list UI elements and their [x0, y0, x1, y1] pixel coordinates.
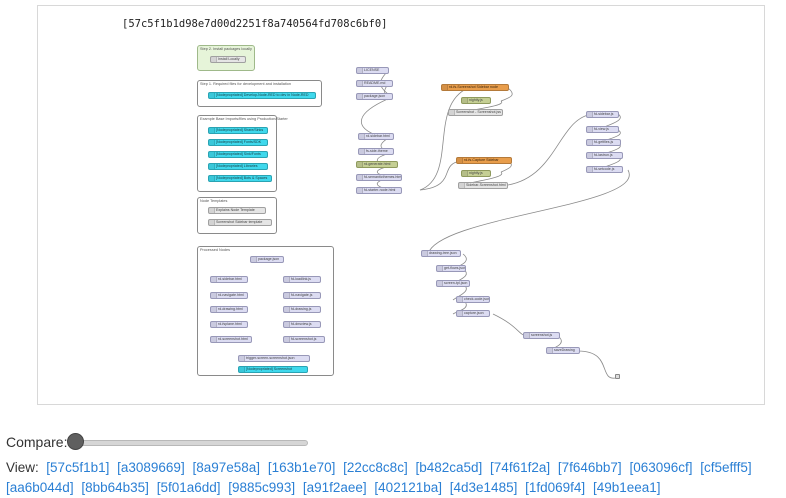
node-lower[interactable]: saveDrawing — [546, 347, 580, 354]
node-center[interactable]: rd-sidebar.html — [358, 133, 394, 140]
group-examples[interactable]: Example Base Imports/files using Product… — [197, 115, 288, 192]
node-license[interactable]: LICENSE — [356, 67, 389, 74]
node-center[interactable]: fd-starter-node.html — [356, 187, 402, 194]
node-sidebar-screenshot[interactable]: Sidebar-Screenshot.html — [458, 182, 508, 189]
commit-link[interactable]: [a91f2aee] — [302, 480, 367, 495]
group-step1[interactable]: Step 1. Required files for development a… — [197, 80, 322, 107]
node-right[interactable]: fd-setcode.js — [586, 166, 623, 173]
node-screenshot-js[interactable]: Screenshot - Screenshot.jss — [448, 109, 503, 116]
group-step2[interactable]: Step 2. Install packages locally Install… — [197, 45, 255, 71]
node-example[interactable]: [Nodepropriated] Libraries — [208, 163, 268, 170]
node-html[interactable]: rd-navigate.html — [210, 292, 248, 299]
node-output-port[interactable] — [615, 374, 620, 379]
node-trigger[interactable]: trigger-screen-screenshot.json — [238, 355, 310, 362]
node-center[interactable]: fs-side-theme — [358, 148, 394, 155]
node-js[interactable]: fd-drawing.js — [283, 306, 321, 313]
node-screenshot[interactable]: [Nodepropriated] Screenshot — [238, 366, 308, 373]
node-html[interactable]: rd-drawing.html — [210, 306, 248, 313]
node-html[interactable]: rd-sidebar.html — [210, 276, 248, 283]
node-right[interactable]: fd-getfiles.js — [586, 139, 621, 146]
node-lower[interactable]: get-flows.json — [436, 265, 466, 272]
node-example[interactable]: [Nodepropriated] Sink/Fonts — [208, 151, 268, 158]
commit-link[interactable]: [1fd069f4] — [525, 480, 586, 495]
node-right[interactable]: fd-sidebar.js — [586, 111, 619, 118]
node-nightly[interactable]: nightly.js — [461, 97, 491, 104]
node-template[interactable]: Screenshot Sidebar template — [208, 219, 272, 226]
node-js[interactable]: fd-dnsview.js — [283, 321, 321, 328]
commit-link[interactable]: [8bb64b35] — [81, 480, 149, 495]
node-package-json[interactable]: package.json — [356, 93, 393, 100]
commit-hash: [57c5f1b1d98e7d00d2251f8a740564fd708c6bf… — [122, 18, 388, 30]
node-lower[interactable]: capture.json — [456, 310, 490, 317]
node-right[interactable]: fd-lastrun.js — [586, 152, 623, 159]
view-label: View: — [6, 460, 39, 475]
group-label: Node Templates — [200, 199, 228, 203]
commit-link[interactable]: [063096cf] — [629, 460, 693, 475]
node-center[interactable]: rd-generate.html — [356, 161, 398, 168]
group-label: Step 1. Required files for development a… — [200, 82, 291, 86]
commit-link[interactable]: [a3089669] — [117, 460, 185, 475]
node-lower[interactable]: screen-tpl.json — [436, 280, 470, 287]
node-js[interactable]: fd-navigate.js — [283, 292, 321, 299]
node-readme[interactable]: README.md — [356, 80, 393, 87]
commit-link[interactable]: [74f61f2a] — [490, 460, 551, 475]
node-package-json[interactable]: package.json — [250, 256, 284, 263]
flow-wires — [360, 70, 630, 379]
commit-link[interactable]: [cf5efff5] — [700, 460, 752, 475]
node-right[interactable]: fd-view.js — [586, 126, 619, 133]
node-html[interactable]: rd-screenshot.html — [210, 336, 252, 343]
group-label: Step 2. Install packages locally — [200, 47, 252, 51]
node-lower[interactable]: drawing-tree.json — [421, 250, 461, 257]
node-lower[interactable]: screenshot.js — [523, 332, 560, 339]
commit-link[interactable]: [402121ba] — [374, 480, 442, 495]
node-html[interactable]: rd-fsplane.html — [210, 321, 248, 328]
commit-link[interactable]: [22cc8c8c] — [343, 460, 408, 475]
node-capture-sidebar[interactable]: rd-fs-Capture Sidebar — [456, 157, 512, 164]
node-sidebar-function[interactable]: rd-fs-Screenshot Sidebar node — [441, 84, 509, 91]
commit-link[interactable]: [163b1e70] — [267, 460, 336, 475]
node-js[interactable]: fd-loadlink.js — [283, 276, 321, 283]
commit-link[interactable]: [5f01a6dd] — [156, 480, 221, 495]
compare-slider-track[interactable] — [70, 440, 308, 446]
commit-link[interactable]: [4d3e1485] — [449, 480, 518, 495]
commit-link[interactable]: [aa6b044d] — [6, 480, 74, 495]
node-js[interactable]: fd-screenshot.js — [283, 336, 325, 343]
commit-link[interactable]: [7f646bb7] — [557, 460, 622, 475]
node-install-locally[interactable]: Install Locally — [210, 56, 246, 63]
commit-link[interactable]: [8a97e58a] — [192, 460, 261, 475]
compare-slider-thumb[interactable] — [67, 433, 84, 450]
node-deps[interactable]: [Nodepropriated] Develop-Node-RED to dev… — [208, 92, 316, 99]
flow-canvas[interactable]: [57c5f1b1d98e7d00d2251f8a740564fd708c6bf… — [37, 5, 765, 405]
node-nightly[interactable]: nightly.js — [461, 170, 491, 177]
node-example[interactable]: [Nodepropriated] Bots & Spaces — [208, 175, 272, 182]
node-example[interactable]: [Nodepropriated] Fonts/SDK — [208, 139, 268, 146]
group-label: Processed Nodes — [200, 248, 230, 252]
node-template[interactable]: Explains Node Template — [208, 207, 266, 214]
commit-link[interactable]: [b482ca5d] — [415, 460, 483, 475]
node-center[interactable]: fd-semanticthemes.html — [356, 174, 402, 181]
commit-link[interactable]: [49b1eea1] — [592, 480, 661, 495]
group-processed[interactable]: Processed Nodes package.json rd-sidebar.… — [197, 246, 334, 376]
compare-label: Compare: — [6, 434, 68, 450]
commit-link[interactable]: [57c5f1b1] — [46, 460, 110, 475]
commit-link[interactable]: [9885c993] — [228, 480, 296, 495]
node-lower[interactable]: check-code.json — [456, 296, 490, 303]
group-templates[interactable]: Node Templates Explains Node Template Sc… — [197, 197, 277, 234]
node-example[interactable]: [Nodepropriated] Share/Sinks — [208, 127, 268, 134]
view-links: View: [57c5f1b1] [a3089669] [8a97e58a] [… — [6, 458, 782, 498]
group-label: Example Base Imports/files using Product… — [200, 117, 288, 121]
